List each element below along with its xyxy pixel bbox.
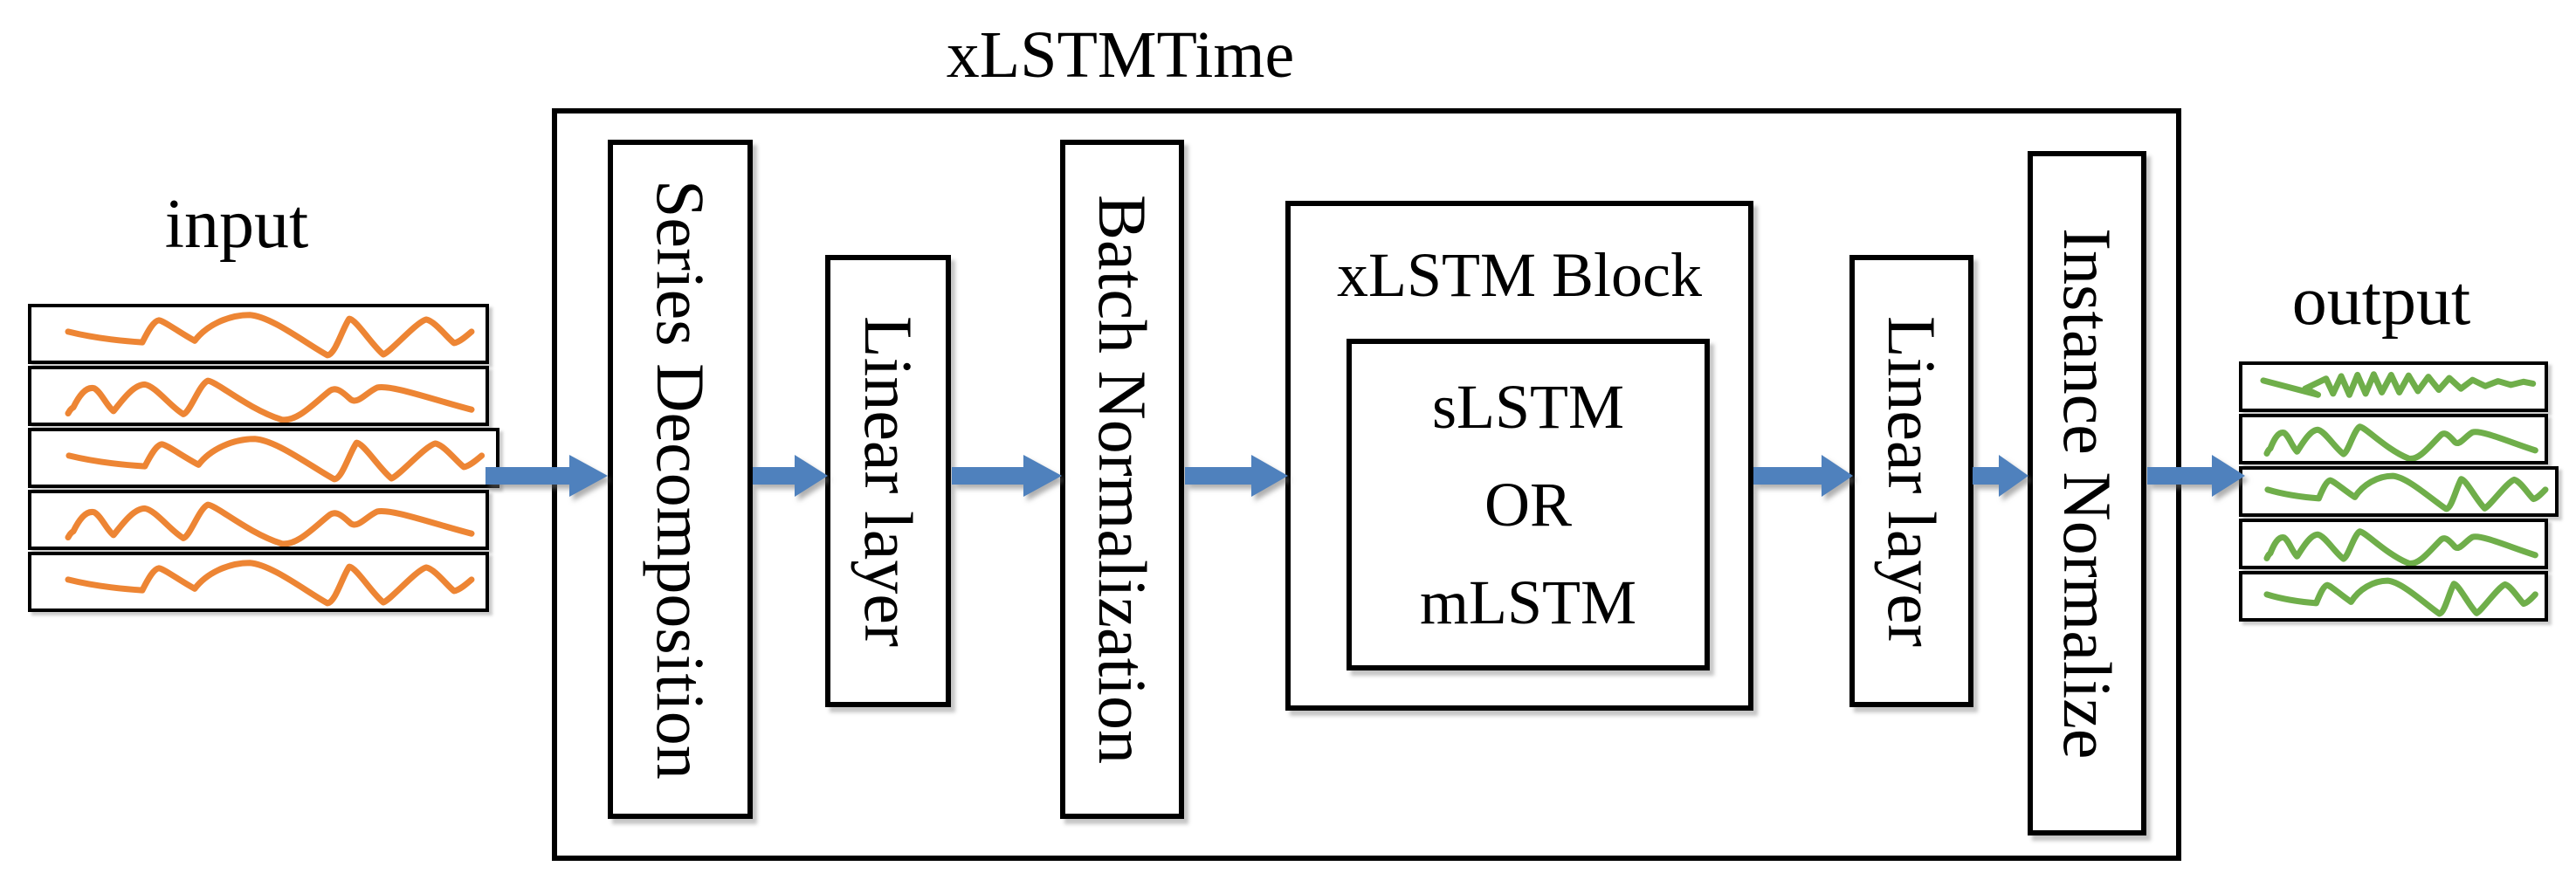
output-series-row <box>2239 519 2548 569</box>
output-series-row <box>2239 571 2548 622</box>
arrow-batch-normalization-to-xlstm-block <box>1185 455 1288 497</box>
arrow-instance-normalize-to-output <box>2147 455 2245 497</box>
xlstm-option-slstm: sLSTM <box>1431 372 1625 442</box>
input-series-row <box>28 552 489 612</box>
input-series-row <box>28 490 489 550</box>
arrow-linear-layer-2-to-instance-normalize <box>1973 455 2028 497</box>
instance-normalize-box: Instance Normalize <box>2028 151 2146 835</box>
output-series-row <box>2239 466 2559 517</box>
xlstm-options: sLSTM OR mLSTM <box>1420 358 1636 651</box>
input-series-stack <box>28 304 499 614</box>
smooth-wave-a-icon <box>2267 581 2535 614</box>
arrow-linear-layer-1-to-batch-normalization <box>952 455 1062 497</box>
output-series-stack <box>2239 361 2559 623</box>
smooth-wave-a-icon <box>68 315 472 355</box>
arrow-xlstm-block-to-linear-layer-2 <box>1753 455 1853 497</box>
smooth-wave-b-icon <box>68 381 472 420</box>
instance-normalize-label: Instance Normalize <box>2049 227 2125 760</box>
output-label: output <box>2291 263 2471 340</box>
zigzag-wave-icon <box>2263 375 2533 395</box>
output-series-row <box>2239 361 2548 412</box>
smooth-wave-a-icon <box>68 563 472 603</box>
smooth-wave-b-icon <box>68 505 472 544</box>
input-series-row <box>28 366 489 426</box>
xlstm-option-mlstm: mLSTM <box>1419 567 1637 637</box>
series-decomposition-label: Series Decomposition <box>643 179 719 780</box>
smooth-wave-b-icon <box>2267 427 2535 459</box>
xlstm-options-box: sLSTM OR mLSTM <box>1347 339 1710 670</box>
input-series-row <box>28 304 489 364</box>
linear-layer-2-box: Linear layer <box>1849 255 1973 707</box>
linear-layer-2-label: Linear layer <box>1874 315 1950 647</box>
linear-layer-1-box: Linear layer <box>825 255 951 707</box>
diagram-title: xLSTMTime <box>946 18 1295 92</box>
xlstm-block-title: xLSTM Block <box>1336 240 1702 310</box>
arrow-series-decomposition-to-linear-layer-1 <box>753 455 828 497</box>
input-series-row <box>28 428 499 488</box>
series-decomposition-box: Series Decomposition <box>608 140 753 819</box>
linear-layer-1-label: Linear layer <box>851 315 926 647</box>
smooth-wave-a-icon <box>69 439 482 479</box>
smooth-wave-a-icon <box>2268 476 2545 509</box>
output-series-row <box>2239 414 2548 464</box>
smooth-wave-b-icon <box>2267 532 2535 564</box>
batch-normalization-label: Batch Normalization <box>1085 195 1161 764</box>
input-label: input <box>164 186 309 263</box>
xlstm-option-or: OR <box>1484 470 1573 540</box>
batch-normalization-box: Batch Normalization <box>1060 140 1184 819</box>
arrow-input-to-series-decomposition <box>486 455 608 497</box>
